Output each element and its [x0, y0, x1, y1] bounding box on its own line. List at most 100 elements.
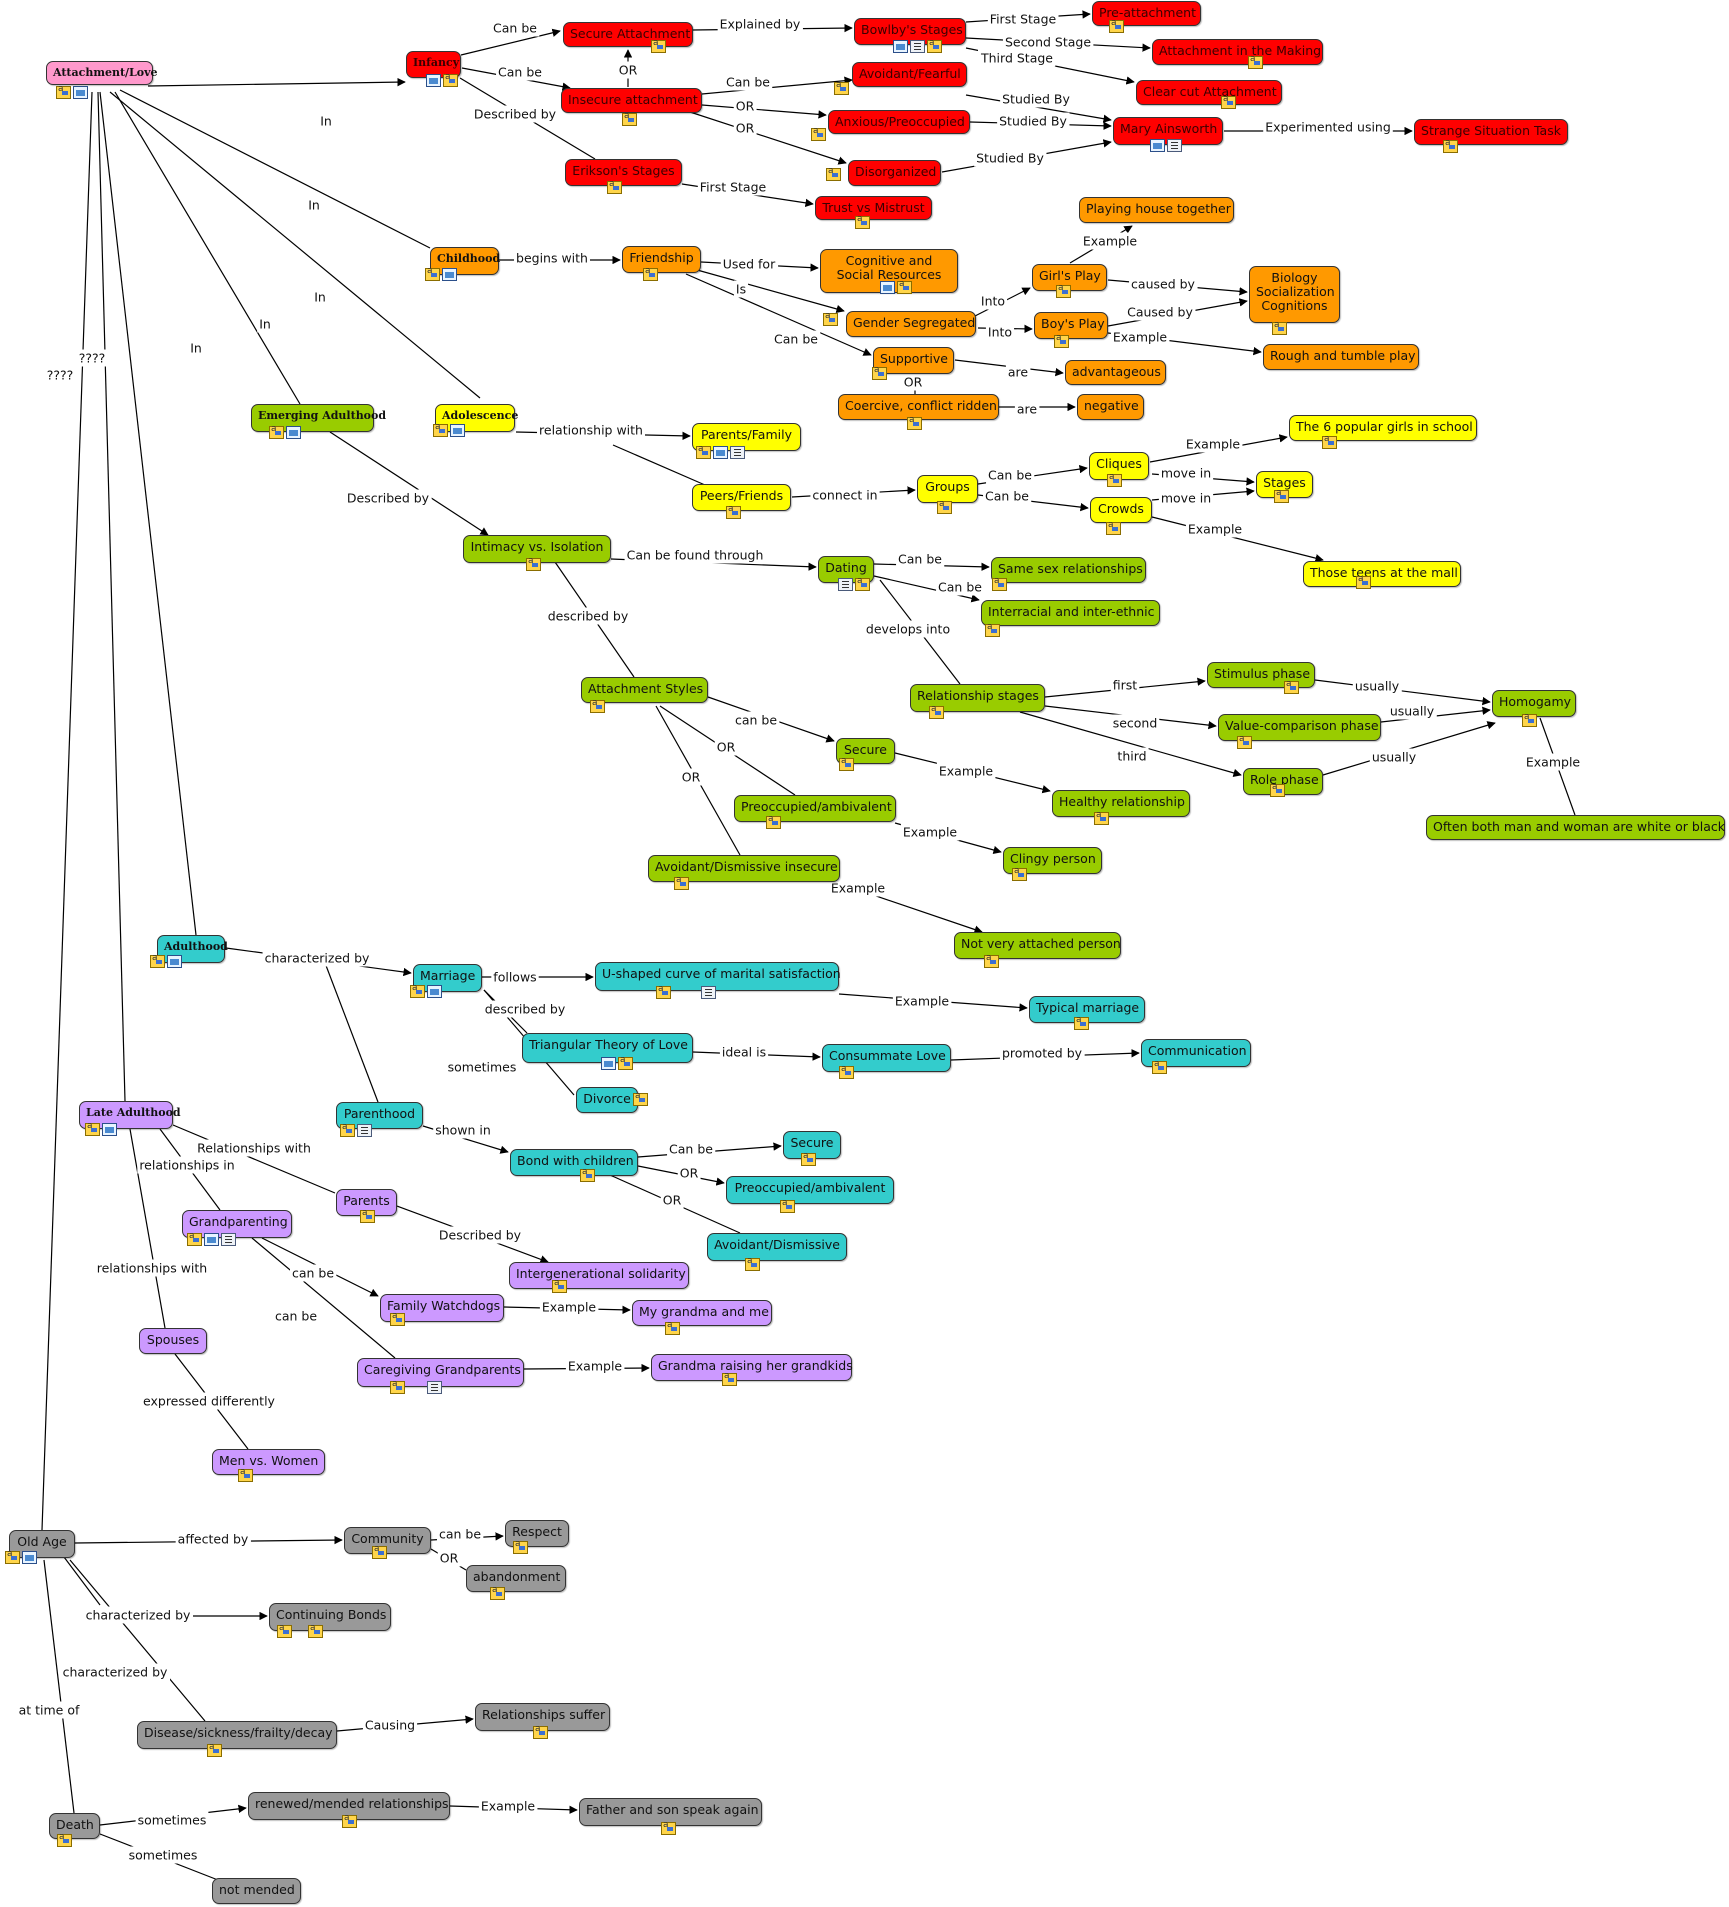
concept-community[interactable]: Community — [344, 1527, 431, 1554]
concept-infancy[interactable]: Infancy — [406, 51, 461, 78]
note-icon[interactable] — [1322, 434, 1337, 449]
concept-adulthood[interactable]: Adulthood — [157, 935, 228, 963]
concept-cognitive-social-icons[interactable] — [880, 279, 912, 294]
note-icon[interactable] — [633, 1091, 648, 1106]
note-icon[interactable] — [490, 1585, 505, 1600]
note-icon[interactable] — [1074, 1015, 1089, 1030]
document-icon[interactable] — [730, 446, 745, 459]
note-icon[interactable] — [1270, 782, 1285, 797]
concept-disease-icons[interactable] — [207, 1742, 222, 1757]
concept-infancy-icons[interactable] — [426, 72, 458, 87]
note-icon[interactable] — [443, 72, 458, 87]
note-icon[interactable] — [992, 576, 1007, 591]
note-icon[interactable] — [1356, 574, 1371, 589]
concept-secure-green[interactable]: Secure — [836, 738, 895, 764]
concept-intergenerational[interactable]: Intergenerational solidarity — [509, 1262, 689, 1289]
concept-not-very-attached-icons[interactable] — [984, 953, 999, 968]
concept-parenthood-icons[interactable] — [340, 1122, 372, 1137]
concept-role-phase-icons[interactable] — [1270, 782, 1285, 797]
concept-mary-ainsworth-icons[interactable] — [1150, 139, 1182, 152]
note-icon[interactable] — [661, 1820, 676, 1835]
concept-adolescence-icons[interactable] — [433, 422, 465, 437]
note-icon[interactable] — [929, 704, 944, 719]
concept-teens-mall-icons[interactable] — [1356, 574, 1371, 589]
concept-bowlbys-stages-icons[interactable] — [893, 38, 942, 53]
concept-relationship-stages-icons[interactable] — [929, 704, 944, 719]
image-icon[interactable] — [167, 955, 182, 968]
note-icon[interactable] — [839, 756, 854, 771]
note-icon[interactable] — [590, 698, 605, 713]
concept-bowlbys-stages[interactable]: Bowlby's Stages — [854, 18, 966, 45]
note-icon[interactable] — [342, 1813, 357, 1828]
concept-relationships-suffer[interactable]: Relationships suffer — [475, 1703, 610, 1731]
concept-stages[interactable]: Stages — [1256, 471, 1313, 498]
concept-value-comparison-icons[interactable] — [1237, 734, 1252, 749]
concept-caregiving-grandparents-icons[interactable] — [390, 1379, 442, 1394]
note-icon[interactable] — [1152, 1059, 1167, 1074]
concept-childhood-icons[interactable] — [425, 266, 457, 281]
note-icon[interactable] — [390, 1311, 405, 1326]
note-icon[interactable] — [533, 1724, 548, 1739]
concept-stimulus-phase-icons[interactable] — [1284, 679, 1299, 694]
note-icon[interactable] — [907, 415, 922, 430]
image-icon[interactable] — [73, 86, 88, 99]
concept-renewed-mended-icons[interactable] — [342, 1813, 357, 1828]
concept-clear-cut-attachment[interactable]: Clear cut Attachment — [1136, 80, 1282, 105]
document-icon[interactable] — [221, 1233, 236, 1246]
concept-coercive-icons[interactable] — [907, 415, 922, 430]
note-icon[interactable] — [722, 1371, 737, 1386]
concept-communication-icons[interactable] — [1152, 1059, 1167, 1074]
note-icon[interactable] — [607, 179, 622, 194]
concept-often-both[interactable]: Often both man and woman are white or bl… — [1426, 815, 1725, 840]
concept-interracial[interactable]: Interracial and inter-ethnic — [981, 600, 1160, 626]
concept-childhood[interactable]: Childhood — [430, 247, 500, 275]
note-icon[interactable] — [526, 556, 541, 571]
concept-girls-play-icons[interactable] — [1056, 283, 1071, 298]
concept-divorce[interactable]: Divorce — [576, 1087, 638, 1113]
concept-avoidant-fearful-icons[interactable] — [834, 80, 849, 95]
note-icon[interactable] — [1272, 320, 1287, 335]
concept-rough-tumble[interactable]: Rough and tumble play — [1263, 344, 1419, 370]
document-icon[interactable] — [1167, 139, 1182, 152]
image-icon[interactable] — [601, 1057, 616, 1070]
concept-family-watchdogs-icons[interactable] — [390, 1311, 405, 1326]
concept-teens-mall[interactable]: Those teens at the mall — [1303, 561, 1461, 587]
concept-cognitive-social[interactable]: Cognitive and Social Resources — [820, 249, 958, 293]
note-icon[interactable] — [277, 1623, 292, 1638]
concept-spouses[interactable]: Spouses — [139, 1328, 207, 1354]
concept-father-son-icons[interactable] — [661, 1820, 676, 1835]
concept-avoidant-dismissive-teal-icons[interactable] — [745, 1256, 760, 1271]
note-icon[interactable] — [656, 984, 671, 999]
note-icon[interactable] — [1248, 54, 1263, 69]
note-icon[interactable] — [513, 1539, 528, 1554]
image-icon[interactable] — [102, 1123, 117, 1136]
concept-old-age-icons[interactable] — [5, 1549, 37, 1564]
concept-playing-house[interactable]: Playing house together — [1079, 197, 1234, 223]
concept-advantageous[interactable]: advantageous — [1065, 360, 1166, 385]
concept-consummate-love[interactable]: Consummate Love — [822, 1044, 951, 1072]
image-icon[interactable] — [427, 985, 442, 998]
note-icon[interactable] — [410, 983, 425, 998]
concept-eriksons-stages-icons[interactable] — [607, 179, 622, 194]
concept-relationships-suffer-icons[interactable] — [533, 1724, 548, 1739]
concept-intergenerational-icons[interactable] — [552, 1278, 567, 1293]
concept-negative[interactable]: negative — [1077, 394, 1144, 420]
note-icon[interactable] — [1237, 734, 1252, 749]
note-icon[interactable] — [618, 1055, 633, 1070]
concept-strange-situation-icons[interactable] — [1443, 138, 1458, 153]
image-icon[interactable] — [442, 268, 457, 281]
concept-pre-attachment-icons[interactable] — [1109, 18, 1124, 33]
image-icon[interactable] — [1150, 139, 1165, 152]
note-icon[interactable] — [390, 1379, 405, 1394]
concept-grandma-raising-icons[interactable] — [722, 1371, 737, 1386]
document-icon[interactable] — [427, 1381, 442, 1394]
concept-abandonment-icons[interactable] — [490, 1585, 505, 1600]
document-icon[interactable] — [357, 1124, 372, 1137]
note-icon[interactable] — [826, 166, 841, 181]
note-icon[interactable] — [1012, 866, 1027, 881]
concept-secure-attachment[interactable]: Secure Attachment — [563, 22, 693, 47]
concept-disorganized[interactable]: Disorganized — [848, 160, 941, 186]
note-icon[interactable] — [1443, 138, 1458, 153]
concept-boys-play-icons[interactable] — [1054, 333, 1069, 348]
concept-stimulus-phase[interactable]: Stimulus phase — [1207, 662, 1315, 688]
